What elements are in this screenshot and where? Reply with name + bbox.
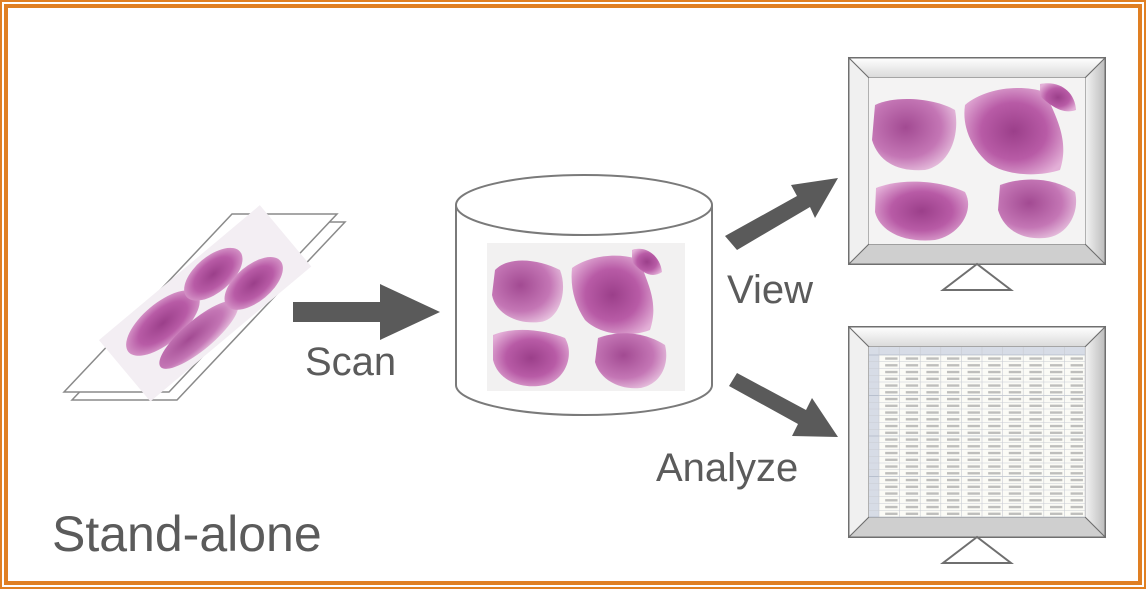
spreadsheet-monitor-icon: [847, 325, 1107, 564]
scan-arrow: [293, 284, 440, 340]
analyze-label: Analyze: [656, 446, 799, 490]
view-label: View: [727, 268, 813, 312]
scan-label: Scan: [305, 340, 397, 384]
analyze-arrow: [729, 373, 838, 437]
glass-slide-icon: [62, 205, 347, 402]
diagram-border-inner: [4, 4, 1142, 585]
mode-title: Stand-alone: [52, 506, 322, 562]
view-arrow: [725, 178, 838, 250]
database-cylinder-icon: [455, 174, 713, 416]
spreadsheet-grid: [869, 347, 1086, 518]
monitor-icon: [847, 56, 1107, 291]
